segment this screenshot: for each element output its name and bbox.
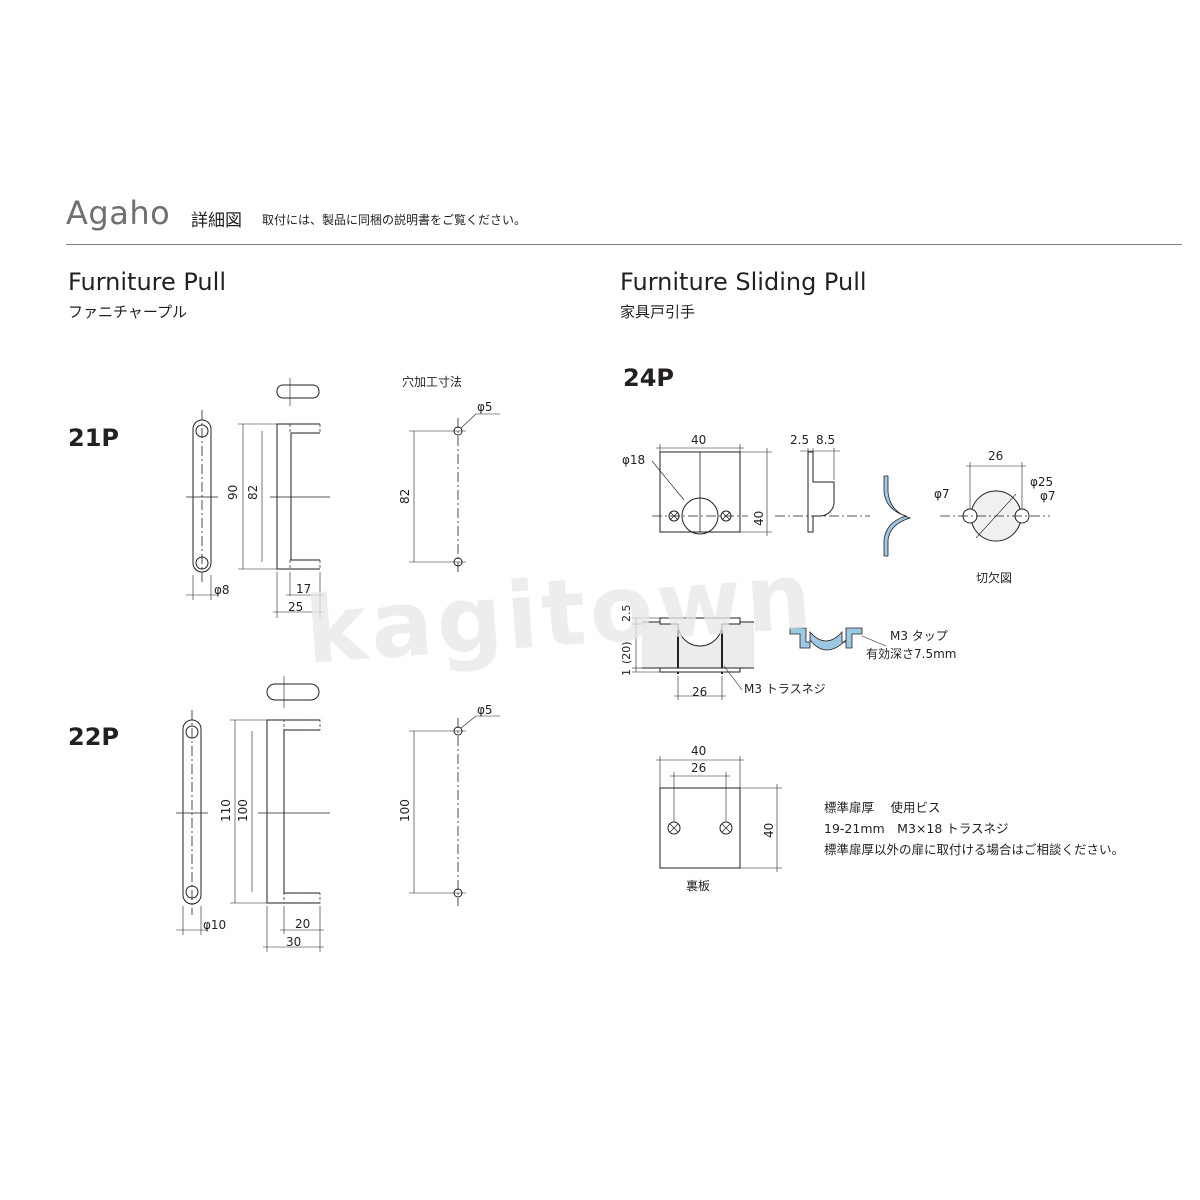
brand-logo: Agaho: [66, 194, 171, 232]
21p-dim-d8: φ8: [214, 583, 230, 597]
spec-line-3: 標準扉厚以外の扉に取付ける場合はご相談ください。: [824, 842, 1125, 857]
24p-screw-label: M3 トラスネジ: [744, 682, 826, 696]
22p-hole-dim-100: 100: [398, 799, 412, 822]
24p-dim-8-5: 8.5: [816, 433, 835, 447]
24p-sect-26: 26: [692, 685, 707, 699]
24p-sect-20: (20): [620, 641, 633, 664]
21p-front-outer: [276, 423, 320, 570]
24p-back-dim-40: 40: [691, 744, 706, 758]
24p-dim-d7-right: φ7: [1040, 489, 1056, 503]
section-title-sliding-pull: Furniture Sliding Pull: [620, 268, 867, 296]
22p-top-view: [266, 683, 320, 701]
24p-dim-d25: φ25: [1030, 475, 1053, 489]
22p-front-inner: [283, 729, 320, 894]
22p-dim-100: 100: [236, 799, 250, 822]
24p-cutaway-label: 切欠図: [976, 570, 1012, 585]
22p-dim-30: 30: [286, 935, 301, 949]
21p-front-inner: [290, 432, 320, 561]
24p-dim-d18: φ18: [622, 453, 645, 467]
drawing-24p: [632, 444, 1050, 872]
22p-dim-d10: φ10: [203, 918, 226, 932]
24p-back-dim-40-side: 40: [762, 823, 776, 838]
drawing-21p: [186, 378, 500, 618]
spec-line-2: 19-21mm M3×18 トラスネジ: [824, 821, 1009, 836]
section-subtitle-furniture-pull: ファニチャープル: [68, 303, 187, 321]
22p-dim-20: 20: [295, 917, 310, 931]
24p-tap-label: M3 タップ: [890, 629, 948, 643]
drawing-22p: [176, 676, 500, 952]
24p-dim-40-top: 40: [691, 433, 706, 447]
dimension-labels: 穴加工寸法 φ5 90 82 82 φ8 17 25 φ5 110 100 10…: [203, 374, 1056, 949]
22p-dim-110: 110: [219, 799, 233, 822]
24p-backplate-label: 裏板: [686, 878, 710, 893]
21p-dim-17: 17: [296, 582, 311, 596]
21p-dim-82: 82: [246, 485, 260, 500]
24p-dim-40-side: 40: [752, 511, 766, 526]
24p-side-section: [807, 451, 835, 533]
21p-top-view: [276, 384, 320, 399]
24p-tap-detail: [789, 627, 863, 651]
spec-line-1: 標準扉厚 使用ビス: [824, 800, 941, 815]
24p-sect-1: 1: [620, 669, 633, 676]
header-divider: [66, 244, 1182, 245]
model-24p: 24P: [623, 364, 674, 392]
21p-dim-90: 90: [226, 485, 240, 500]
24p-sect-2-5: 2.5: [620, 605, 633, 623]
21p-dim-d5: φ5: [477, 400, 493, 414]
24p-dim-2-5: 2.5: [790, 433, 809, 447]
24p-profile-blue: [883, 475, 912, 557]
24p-back-dim-26: 26: [691, 761, 706, 775]
model-22p: 22P: [68, 723, 119, 751]
22p-dim-d5: φ5: [477, 703, 493, 717]
24p-dim-d7-left: φ7: [934, 487, 950, 501]
22p-front-outer: [266, 719, 320, 904]
24p-tap-depth-label: 有効深さ7.5mm: [866, 646, 956, 661]
21p-dim-25: 25: [288, 600, 303, 614]
model-21p: 21P: [68, 424, 119, 452]
page-note: 取付には、製品に同梱の説明書をご覧ください。: [262, 213, 527, 227]
section-title-furniture-pull: Furniture Pull: [68, 268, 226, 296]
21p-hole-dim-82: 82: [398, 489, 412, 504]
24p-installed-pull: [659, 617, 741, 647]
21p-hole-label: 穴加工寸法: [402, 374, 462, 389]
24p-back-plate: [659, 787, 741, 869]
24p-dim-26-cut: 26: [988, 449, 1003, 463]
section-subtitle-sliding-pull: 家具戸引手: [620, 303, 696, 321]
page-title: 詳細図: [191, 211, 242, 231]
